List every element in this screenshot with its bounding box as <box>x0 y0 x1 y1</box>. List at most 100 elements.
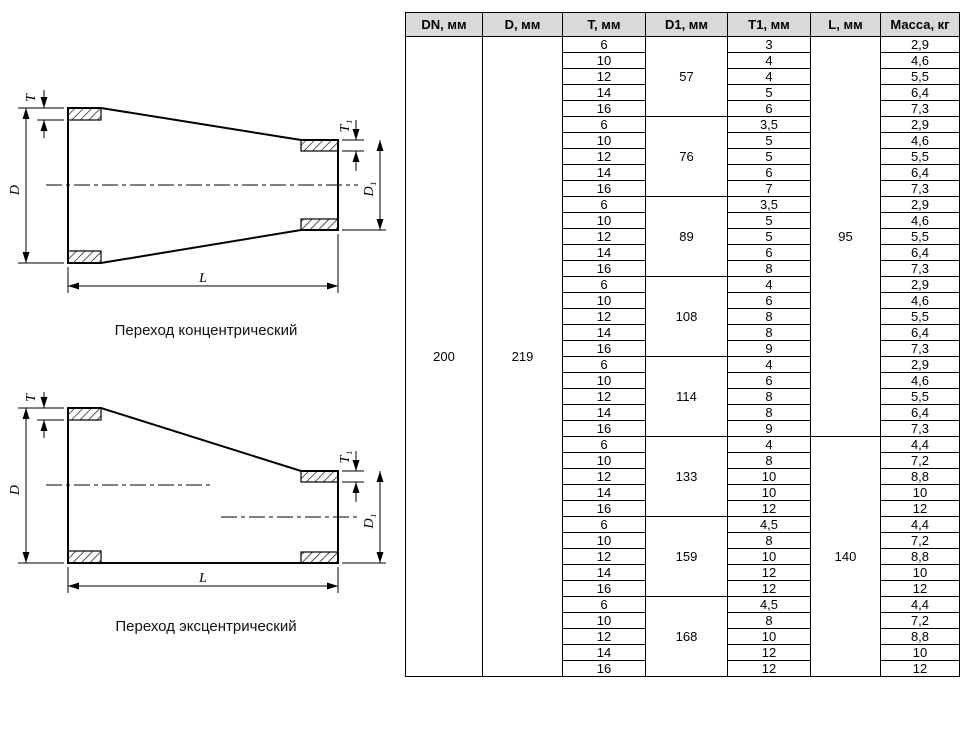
t1-cell: 4,5 <box>727 596 811 613</box>
t1-cell: 6 <box>727 292 811 309</box>
dim-label-l: L <box>198 571 207 586</box>
t-cell: 14 <box>562 84 646 101</box>
t-cell: 16 <box>562 420 646 437</box>
t1-cell: 12 <box>727 564 811 581</box>
t-cell: 12 <box>562 228 646 245</box>
t-cell: 10 <box>562 612 646 629</box>
l-cell: 140 <box>810 436 881 677</box>
t1-cell: 12 <box>727 580 811 597</box>
wall-section <box>300 139 339 152</box>
wall-section <box>300 551 339 564</box>
mass-cell: 4,4 <box>880 436 960 453</box>
t1-cell: 5 <box>727 228 811 245</box>
t-cell: 14 <box>562 484 646 501</box>
t1-cell: 3 <box>727 36 811 53</box>
t1-cell: 7 <box>727 180 811 197</box>
mass-cell: 2,9 <box>880 276 960 293</box>
t1-cell: 6 <box>727 164 811 181</box>
col-header: DN, мм <box>405 12 483 37</box>
mass-cell: 7,3 <box>880 100 960 117</box>
t1-cell: 3,5 <box>727 116 811 133</box>
mass-cell: 6,4 <box>880 164 960 181</box>
t-cell: 10 <box>562 52 646 69</box>
mass-cell: 4,6 <box>880 292 960 309</box>
t-cell: 16 <box>562 180 646 197</box>
t-cell: 12 <box>562 388 646 405</box>
t-cell: 6 <box>562 276 646 293</box>
t-cell: 14 <box>562 164 646 181</box>
eccentric-reducer-drawing: D T T₁ D₁ L <box>8 392 386 593</box>
mass-cell: 6,4 <box>880 84 960 101</box>
mass-cell: 4,6 <box>880 132 960 149</box>
table-row: 10 6 4,6 <box>406 292 960 309</box>
t-cell: 12 <box>562 148 646 165</box>
mass-cell: 2,9 <box>880 356 960 373</box>
t-cell: 12 <box>562 68 646 85</box>
mass-cell: 4,6 <box>880 52 960 69</box>
t-cell: 6 <box>562 36 646 53</box>
t-cell: 12 <box>562 548 646 565</box>
concentric-caption: Переход концентрический <box>114 322 298 339</box>
mass-cell: 7,3 <box>880 180 960 197</box>
mass-cell: 12 <box>880 500 960 517</box>
t1-cell: 8 <box>727 388 811 405</box>
t-cell: 6 <box>562 196 646 213</box>
t1-cell: 6 <box>727 100 811 117</box>
col-header: L, мм <box>810 12 881 37</box>
mass-cell: 10 <box>880 564 960 581</box>
d1-cell: 114 <box>645 356 728 437</box>
wall-section <box>67 407 102 421</box>
t1-cell: 6 <box>727 244 811 261</box>
t1-cell: 3,5 <box>727 196 811 213</box>
t1-cell: 8 <box>727 532 811 549</box>
t-cell: 10 <box>562 532 646 549</box>
t-cell: 6 <box>562 596 646 613</box>
table-row: 12 10 8,8 <box>406 628 960 645</box>
t1-cell: 10 <box>727 468 811 485</box>
dim-label-t: T <box>24 393 39 402</box>
mass-cell: 4,4 <box>880 516 960 533</box>
mass-cell: 8,8 <box>880 628 960 645</box>
t-cell: 14 <box>562 324 646 341</box>
t-cell: 10 <box>562 292 646 309</box>
t-cell: 16 <box>562 580 646 597</box>
mass-cell: 5,5 <box>880 228 960 245</box>
mass-cell: 4,4 <box>880 596 960 613</box>
t1-cell: 8 <box>727 260 811 277</box>
dn-cell: 200 <box>405 36 483 677</box>
dim-label-d: D <box>8 485 23 496</box>
mass-cell: 12 <box>880 580 960 597</box>
d-cell: 219 <box>482 36 563 677</box>
t1-cell: 8 <box>727 612 811 629</box>
d1-cell: 76 <box>645 116 728 197</box>
t1-cell: 5 <box>727 84 811 101</box>
mass-cell: 5,5 <box>880 388 960 405</box>
t1-cell: 10 <box>727 548 811 565</box>
wall-section <box>67 550 102 564</box>
mass-cell: 7,2 <box>880 452 960 469</box>
mass-cell: 6,4 <box>880 324 960 341</box>
mass-cell: 5,5 <box>880 148 960 165</box>
l-cell: 95 <box>810 36 881 437</box>
t-cell: 16 <box>562 340 646 357</box>
t1-cell: 12 <box>727 500 811 517</box>
t-cell: 12 <box>562 628 646 645</box>
d1-cell: 108 <box>645 276 728 357</box>
d1-cell: 159 <box>645 516 728 597</box>
t1-cell: 10 <box>727 628 811 645</box>
t1-cell: 4 <box>727 356 811 373</box>
